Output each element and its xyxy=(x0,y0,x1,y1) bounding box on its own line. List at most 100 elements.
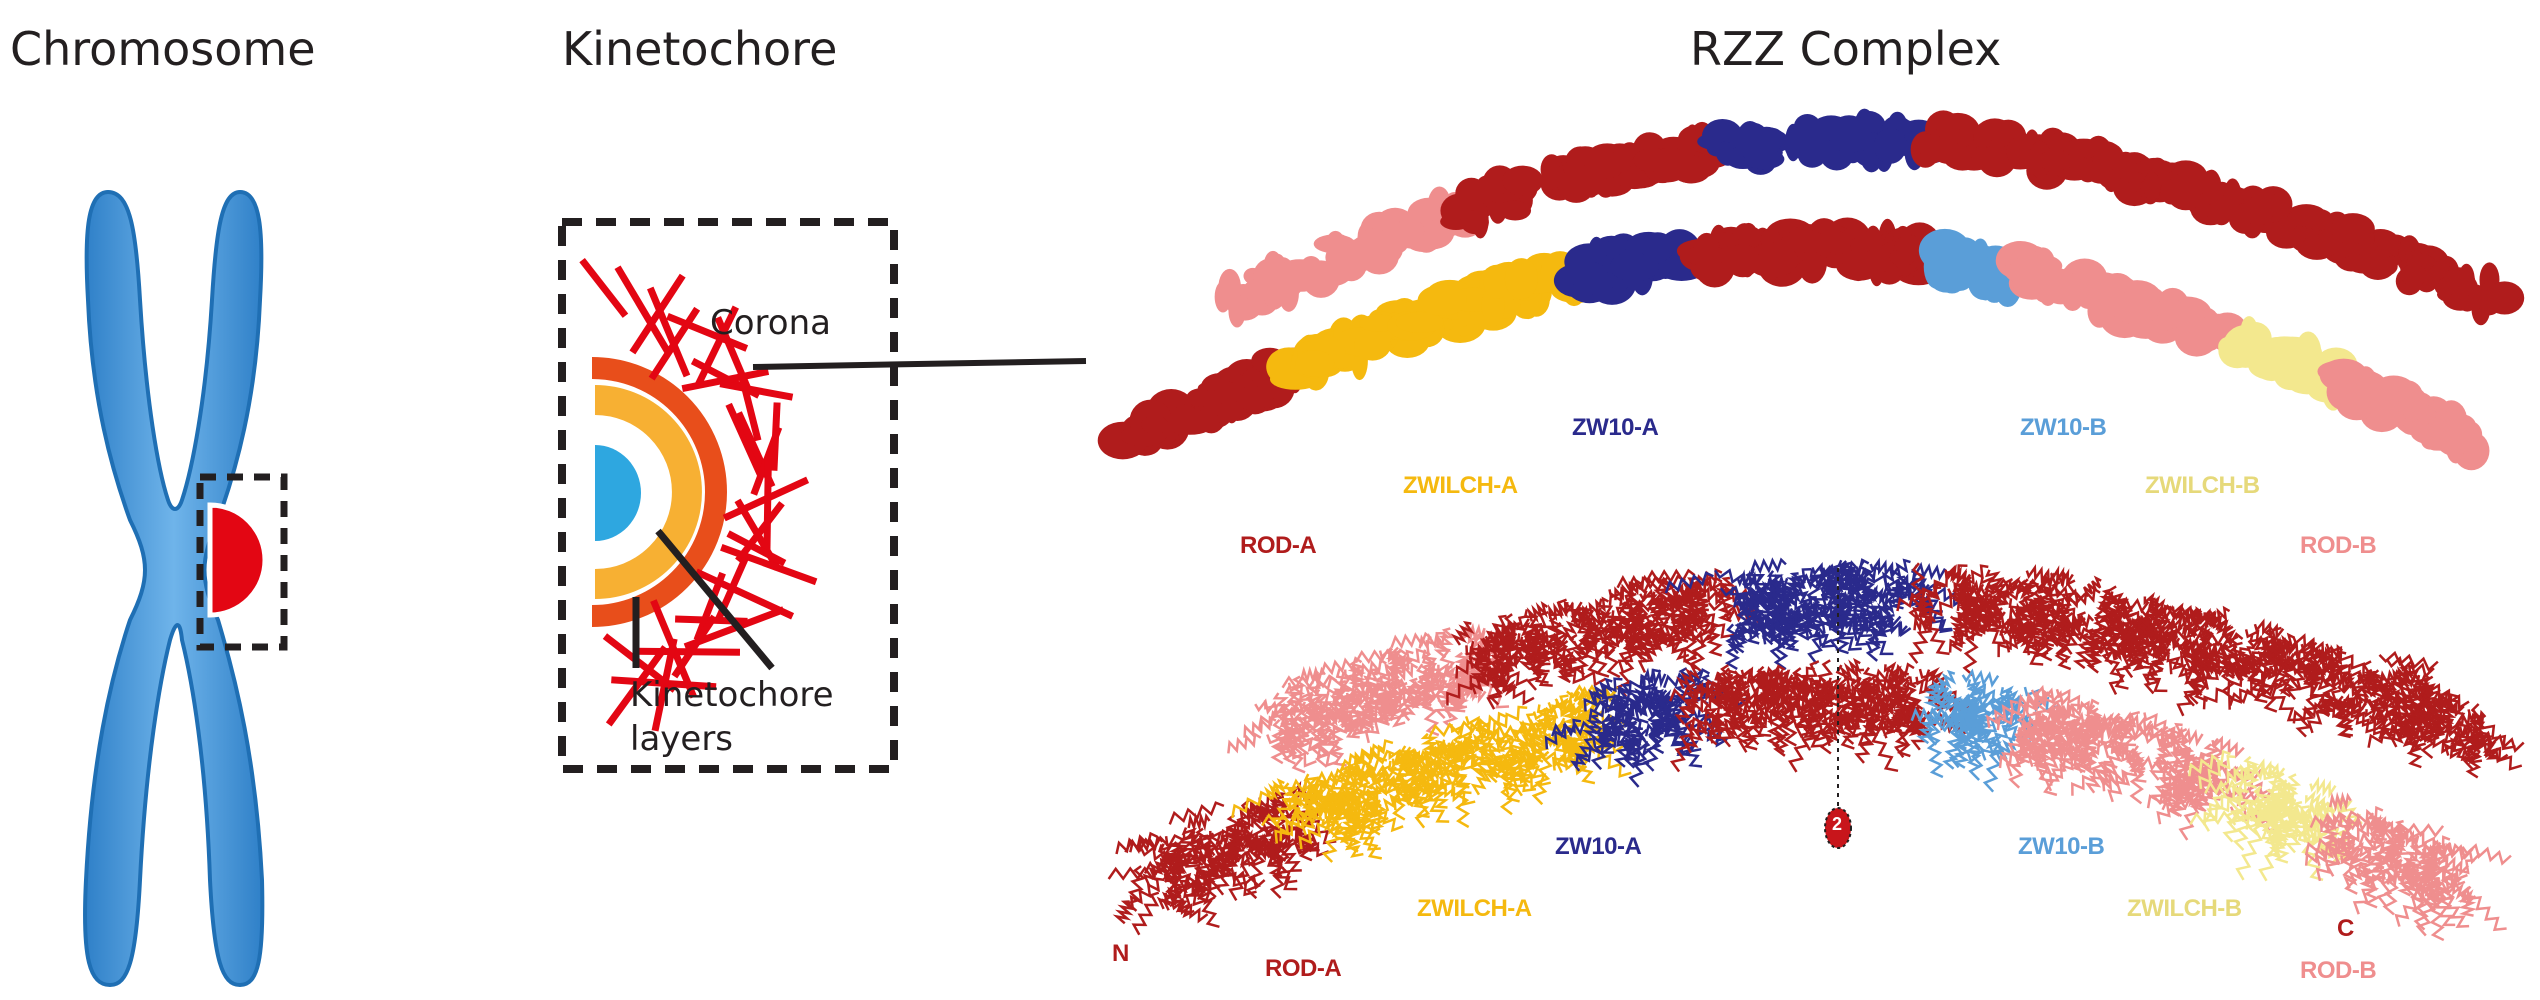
helix-ribbon xyxy=(1928,586,1969,623)
helix-ribbon xyxy=(2050,565,2074,588)
helix-ribbon xyxy=(2335,698,2379,734)
helix-ribbon xyxy=(2297,831,2324,881)
helix-ribbon xyxy=(1480,614,1508,651)
helix-ribbon xyxy=(1693,681,1719,704)
density-blob xyxy=(1941,246,1978,292)
helix-ribbon xyxy=(2267,636,2292,657)
density-blob xyxy=(1472,202,1489,239)
helix-ribbon xyxy=(1364,684,1391,712)
helix-ribbon xyxy=(2341,836,2380,863)
helix-ribbon xyxy=(1490,677,1535,706)
helix-ribbon xyxy=(2309,776,2337,799)
map-label-zw10-b: ZW10-B xyxy=(2020,414,2107,441)
helix-ribbon xyxy=(1870,573,1921,601)
helix-ribbon xyxy=(1437,662,1467,688)
helix-ribbon xyxy=(2423,887,2448,912)
helix-ribbon xyxy=(1272,692,1294,721)
density-blob xyxy=(1417,284,1467,317)
helix-ribbon xyxy=(1838,596,1873,638)
density-blob xyxy=(1868,246,1885,287)
kinetochore-layers-label-2: layers xyxy=(630,719,734,759)
helix-ribbon xyxy=(2077,739,2096,771)
density-blob xyxy=(1828,115,1870,153)
helix-ribbon xyxy=(2457,734,2483,764)
helix-ribbon xyxy=(1256,840,1285,862)
helix-ribbon xyxy=(2245,797,2297,830)
helix-ribbon xyxy=(1561,611,1586,638)
helix-ribbon xyxy=(1948,712,1973,769)
helix-ribbon xyxy=(1880,706,1909,739)
helix-ribbon xyxy=(1399,689,1424,722)
map-label-rod-a: ROD-A xyxy=(1240,532,1317,559)
helix-ribbon xyxy=(1999,594,2034,644)
helix-ribbon xyxy=(1368,682,1408,732)
helix-ribbon xyxy=(1293,829,1318,855)
density-blob xyxy=(2110,290,2161,325)
helix-ribbon xyxy=(1450,724,1487,753)
helix-ribbon xyxy=(1585,628,1610,678)
helix-ribbon xyxy=(1568,690,1592,709)
helix-ribbon xyxy=(1516,633,1550,673)
density-blob xyxy=(2476,281,2502,314)
helix-ribbon xyxy=(2025,564,2056,586)
helix-ribbon xyxy=(1733,688,1749,745)
helix-ribbon xyxy=(1485,656,1529,687)
helix-ribbon xyxy=(1922,581,1965,608)
corona-filament xyxy=(614,265,671,353)
two-fold-axis xyxy=(1824,568,1852,849)
helix-ribbon xyxy=(2474,734,2523,771)
density-blob xyxy=(1295,350,1335,377)
density-blob xyxy=(1671,154,1709,184)
helix-ribbon xyxy=(1735,570,1758,613)
helix-ribbon xyxy=(1991,690,2016,716)
helix-ribbon xyxy=(2176,662,2208,717)
helix-ribbon xyxy=(1124,833,1184,853)
helix-ribbon xyxy=(2066,587,2101,609)
helix-ribbon xyxy=(1320,814,1344,839)
rzz-atomic-model xyxy=(1107,557,2525,942)
helix-ribbon xyxy=(1435,638,1462,690)
helix-ribbon xyxy=(2466,890,2507,932)
helix-ribbon xyxy=(1969,702,1987,736)
density-blob xyxy=(1217,400,1247,420)
corona-filament xyxy=(647,286,691,378)
helix-ribbon xyxy=(1485,754,1509,784)
helix-ribbon xyxy=(2087,704,2103,748)
density-blob xyxy=(1725,243,1760,278)
helix-ribbon xyxy=(2063,613,2095,632)
helix-ribbon xyxy=(1335,826,1364,858)
map-label-zwilch-a: ZWILCH-A xyxy=(1403,472,1518,499)
helix-ribbon xyxy=(1420,687,1440,737)
density-blob xyxy=(2305,208,2334,231)
corona-filament xyxy=(720,543,818,586)
helix-ribbon xyxy=(1562,706,1582,731)
helix-ribbon xyxy=(2270,794,2319,830)
helix-ribbon xyxy=(1977,729,2004,755)
helix-ribbon xyxy=(1547,720,1583,758)
helix-ribbon xyxy=(2267,670,2293,695)
helix-ribbon xyxy=(1680,683,1702,715)
helix-ribbon xyxy=(2358,827,2403,847)
helix-ribbon xyxy=(1418,631,1450,651)
helix-ribbon xyxy=(2062,740,2108,772)
density-blob xyxy=(1913,134,1946,155)
helix-ribbon xyxy=(2394,685,2425,724)
helix-ribbon xyxy=(1647,577,1670,618)
helix-ribbon xyxy=(1628,693,1675,715)
helix-ribbon xyxy=(2425,683,2470,710)
helix-ribbon xyxy=(1433,627,1457,659)
helix-ribbon xyxy=(1776,712,1834,737)
helix-ribbon xyxy=(1542,652,1586,685)
helix-ribbon xyxy=(1379,700,1406,728)
helix-ribbon xyxy=(1948,619,1994,653)
map-label-zwilch-b: ZWILCH-B xyxy=(2145,472,2260,499)
helix-ribbon xyxy=(1468,635,1503,669)
density-blob xyxy=(1640,232,1675,262)
helix-ribbon xyxy=(2087,728,2135,762)
helix-ribbon xyxy=(2304,830,2352,856)
helix-ribbon xyxy=(1513,750,1539,797)
helix-ribbon xyxy=(2224,764,2246,826)
helix-ribbon xyxy=(2178,782,2205,841)
helix-ribbon xyxy=(2353,670,2379,704)
kinetochore-illustration xyxy=(558,218,1087,773)
